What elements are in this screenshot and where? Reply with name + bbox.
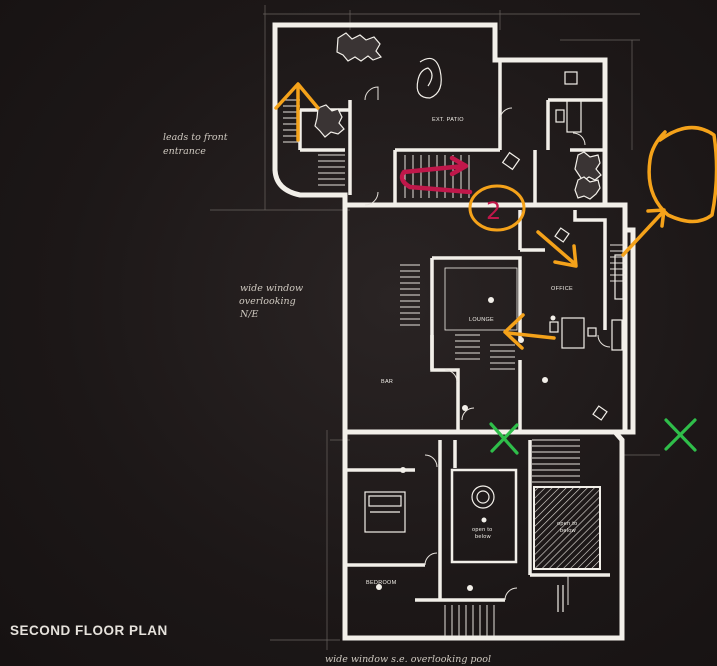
orange-circle-2-icon: 2 <box>468 184 526 232</box>
open-to-below-label-1a: open to <box>472 527 492 533</box>
up-arrow-orange-icon <box>274 82 320 142</box>
crimson-arrow-icon <box>399 155 473 195</box>
doors <box>364 86 611 605</box>
note-front-entrance-1: leads to front <box>163 132 228 143</box>
ceiling-lights <box>376 297 556 591</box>
interior-walls <box>298 60 610 602</box>
orange-oval-icon <box>647 125 717 224</box>
note-wide-window-1: wide window <box>240 283 303 294</box>
open-to-below-label-1b: below <box>475 534 491 540</box>
room-labels: EXT. PATIO LOUNGE OFFICE BAR BEDROOM ope… <box>366 117 577 586</box>
furniture <box>314 32 624 612</box>
annotation-overlays: 2 <box>274 82 717 455</box>
room-label-office: OFFICE <box>551 286 573 292</box>
handwritten-notes: leads to front entrance wide window over… <box>163 132 491 665</box>
orange-diagonal-arrow-icon <box>536 230 578 268</box>
orange-left-arrow-lounge-icon <box>503 313 556 350</box>
dimension-lines <box>210 5 660 650</box>
room-label-bedroom: BEDROOM <box>366 580 397 586</box>
room-label-lounge: LOUNGE <box>469 317 494 323</box>
open-to-below-label-2a: open to <box>557 521 577 527</box>
note-wide-window-pool: wide window s.e. overlooking pool <box>325 654 491 665</box>
room-label-ext-patio: EXT. PATIO <box>432 117 464 123</box>
green-x-mark-icon <box>489 422 519 455</box>
note-wide-window-2: overlooking <box>239 296 296 307</box>
note-front-entrance-2: entrance <box>163 146 206 157</box>
marker-number: 2 <box>486 197 501 225</box>
note-wide-window-3: N/E <box>239 309 259 320</box>
plan-title: SECOND FLOOR PLAN <box>10 623 168 638</box>
walls <box>272 22 636 641</box>
open-to-below-label-2b: below <box>560 528 576 534</box>
stairs <box>283 99 625 636</box>
green-x-mark-icon-2 <box>664 418 697 452</box>
room-label-bar: BAR <box>381 379 393 385</box>
